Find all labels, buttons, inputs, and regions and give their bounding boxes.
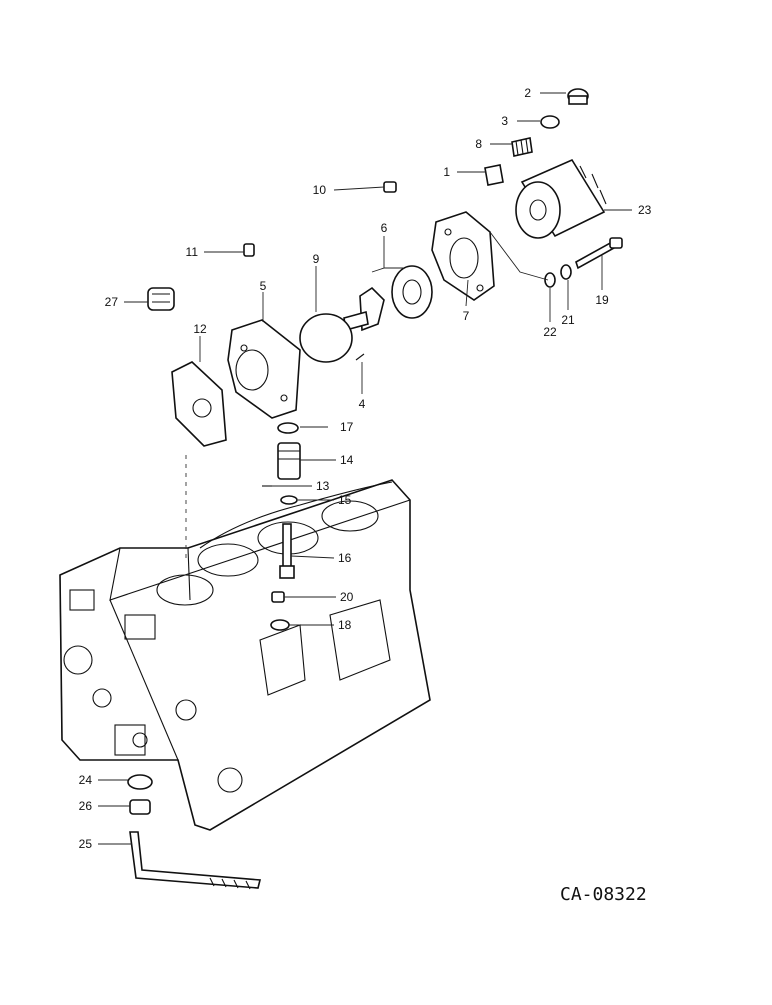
- callout-15: 15: [338, 493, 352, 507]
- callout-9: 9: [313, 252, 320, 266]
- part-9-o-ring: [299, 313, 353, 363]
- callout-18: 18: [338, 618, 352, 632]
- part-4-pin: [355, 353, 365, 361]
- part-26-nut: [129, 799, 151, 815]
- callout-23: 23: [638, 203, 652, 217]
- part-18-washer: [270, 619, 290, 631]
- part-23-oil-filter: [515, 158, 607, 239]
- callout-8: 8: [475, 137, 482, 151]
- callout-20: 20: [340, 590, 354, 604]
- part-19-bolt: [575, 237, 623, 270]
- callout-22: 22: [543, 325, 557, 339]
- callout-labels: 2 3 8 1 10 11 6 9 5 27 12 7 4 17 14 13 1…: [79, 86, 652, 851]
- leader-lines: [98, 92, 632, 845]
- part-10-pin: [383, 181, 397, 193]
- callout-17: 17: [340, 420, 354, 434]
- part-25-pipe: [129, 831, 262, 890]
- engine-block: [59, 479, 431, 831]
- part-7-pump-cover: [431, 211, 495, 301]
- callout-12: 12: [193, 322, 207, 336]
- part-2-plug: [567, 88, 589, 105]
- part-27-sender: [147, 287, 175, 311]
- part-5-pump-body: [227, 319, 301, 419]
- part-8-spring: [511, 137, 533, 157]
- callout-13: 13: [316, 479, 330, 493]
- part-11-pin: [243, 243, 255, 257]
- callout-3: 3: [501, 114, 508, 128]
- callout-5: 5: [260, 279, 267, 293]
- callout-7: 7: [463, 309, 470, 323]
- drawing-code: CA-08322: [560, 884, 647, 905]
- part-21-washer: [560, 264, 572, 280]
- callout-16: 16: [338, 551, 352, 565]
- callout-19: 19: [595, 293, 609, 307]
- callout-24: 24: [79, 773, 93, 787]
- callout-27: 27: [105, 295, 119, 309]
- part-3-washer: [540, 115, 560, 129]
- part-14-relief-valve: [277, 442, 301, 480]
- callout-4: 4: [359, 397, 366, 411]
- part-24-washer: [127, 774, 153, 790]
- callout-10: 10: [313, 183, 327, 197]
- callout-6: 6: [381, 221, 388, 235]
- callout-2: 2: [524, 86, 531, 100]
- callout-1: 1: [443, 165, 450, 179]
- part-22-washer: [544, 272, 556, 288]
- part-15-o-ring: [280, 495, 298, 505]
- callout-14: 14: [340, 453, 354, 467]
- part-20-bolt: [271, 591, 285, 603]
- part-16-drive-shaft: [279, 523, 295, 579]
- callout-11: 11: [186, 245, 199, 259]
- part-12-gasket: [171, 361, 227, 447]
- callout-26: 26: [79, 799, 93, 813]
- callout-25: 25: [79, 837, 93, 851]
- part-17-o-ring: [277, 422, 299, 434]
- part-6-gear-set: [343, 265, 433, 332]
- callout-21: 21: [561, 313, 575, 327]
- part-1-valve: [484, 164, 504, 186]
